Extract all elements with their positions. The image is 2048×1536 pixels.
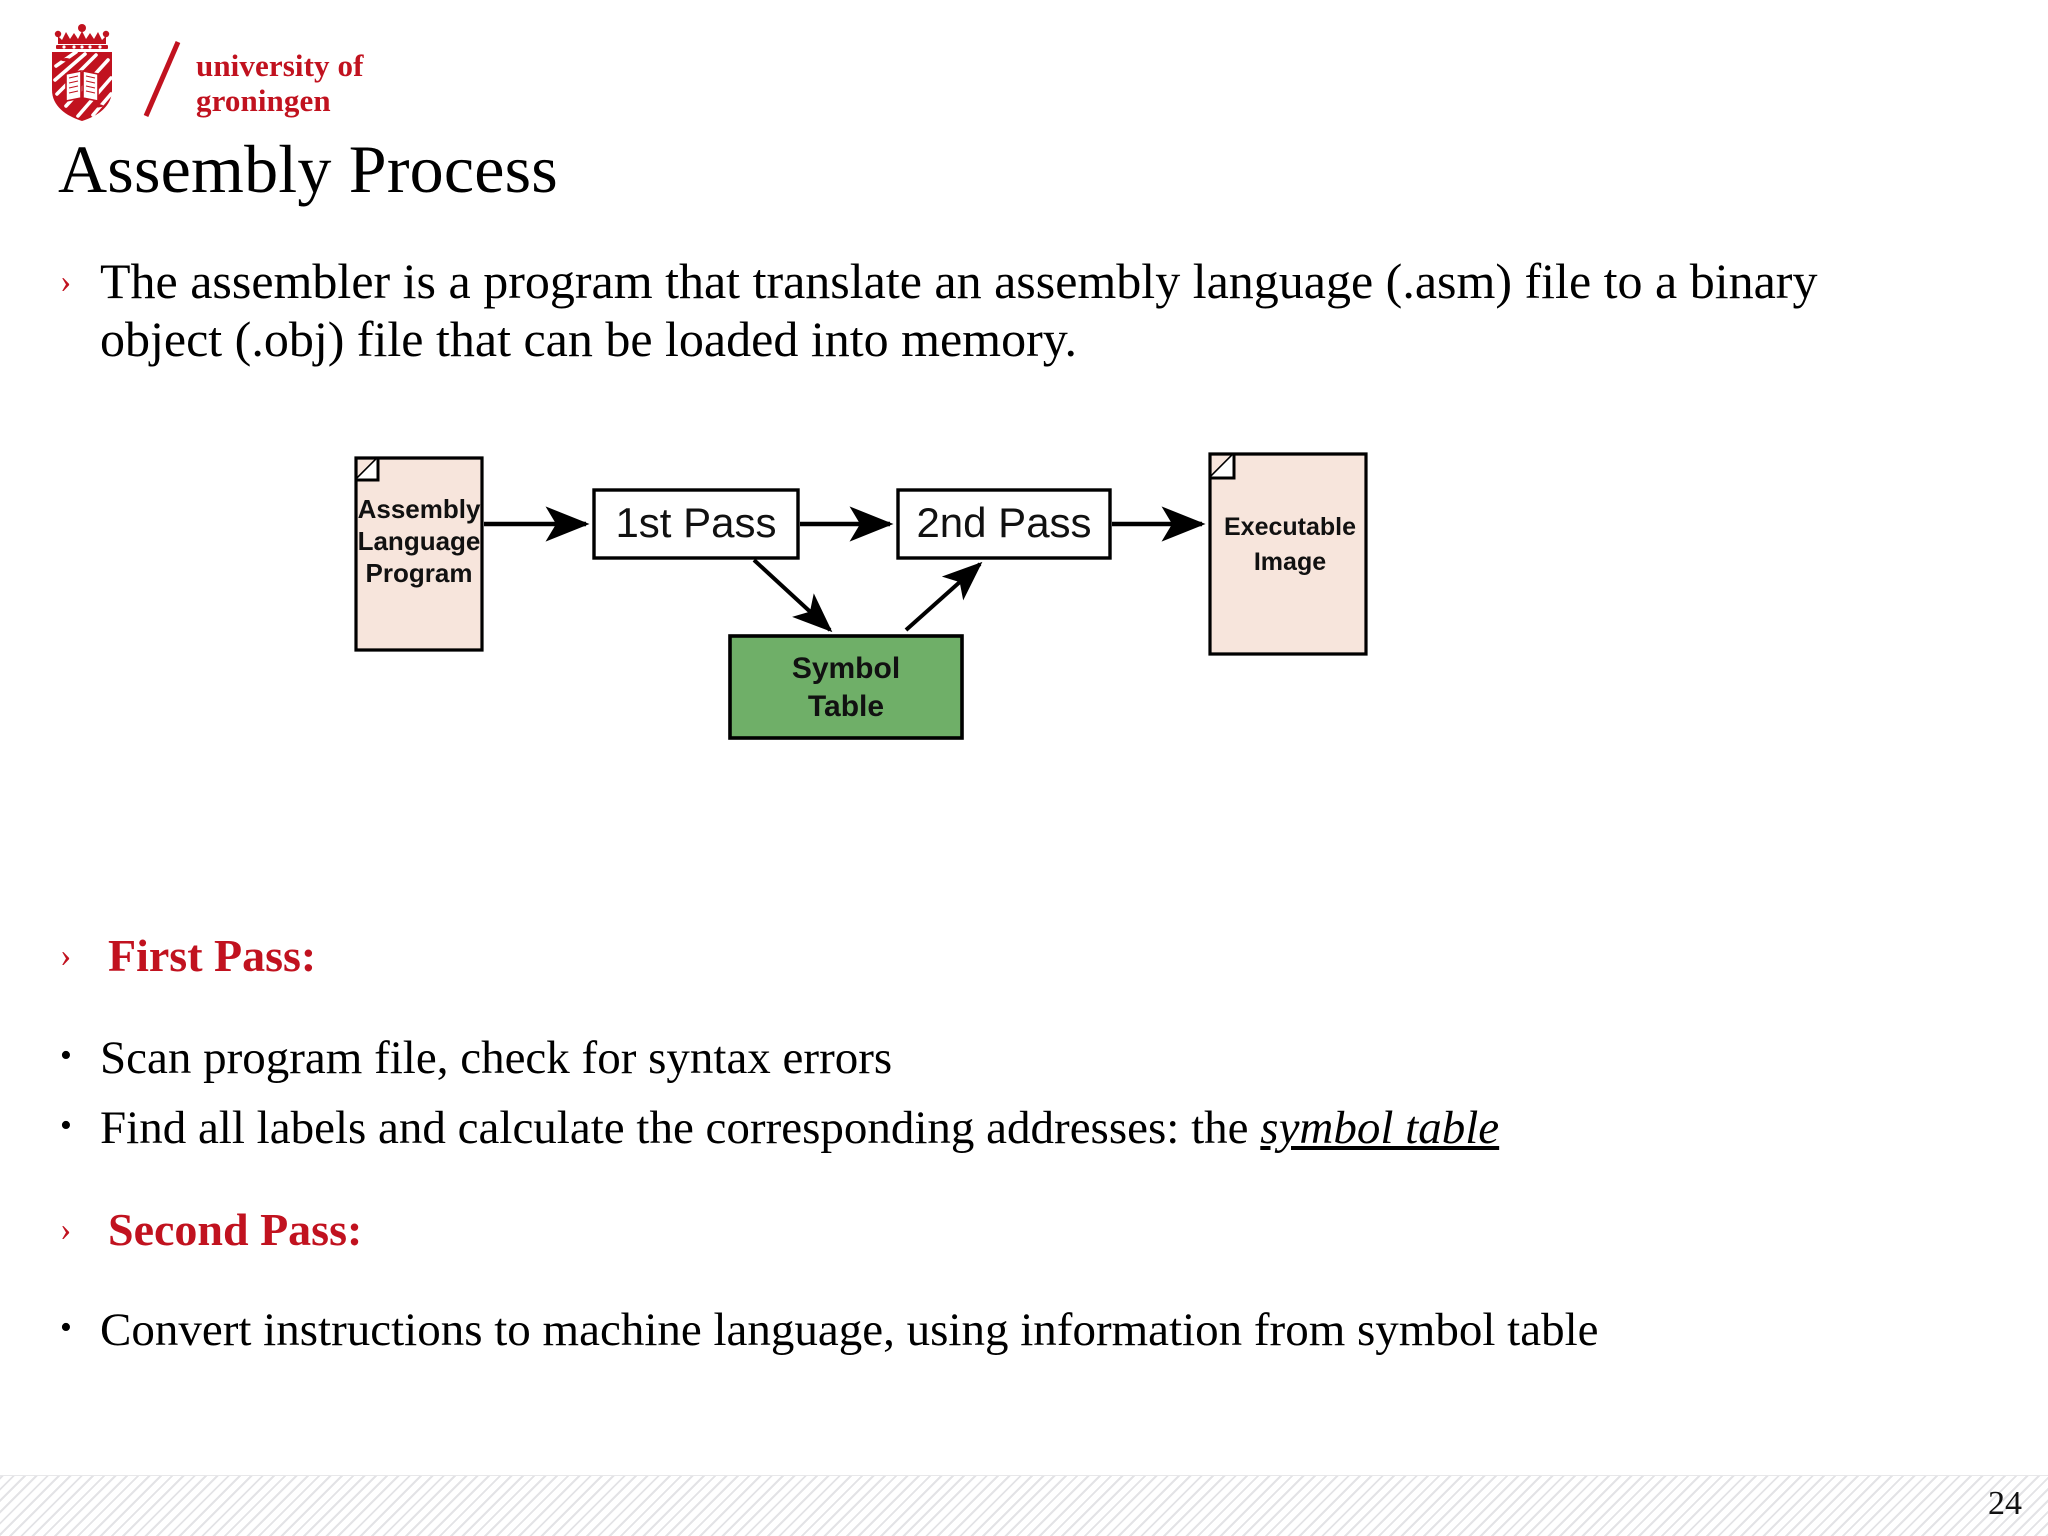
brand-line-2: groningen bbox=[196, 83, 331, 118]
page-number: 24 bbox=[1988, 1485, 2022, 1522]
edge-pass1-to-symtab bbox=[752, 558, 833, 633]
node-executable-image: Executable Image bbox=[1208, 452, 1368, 656]
bullet-convert-instructions-text: Convert instructions to machine language… bbox=[100, 1304, 1599, 1356]
chevron-bullet-icon: › bbox=[60, 1211, 72, 1248]
node-symbol-table: Symbol Table bbox=[728, 634, 964, 740]
dot-bullet-icon: • bbox=[60, 1107, 72, 1144]
slide-footer: 24 bbox=[0, 1475, 2048, 1536]
bullet-scan-program: • Scan program file, check for syntax er… bbox=[44, 1028, 892, 1088]
bullet-find-labels-prefix: Find all labels and calculate the corres… bbox=[100, 1102, 1261, 1154]
groningen-crest-icon bbox=[52, 24, 113, 121]
node-label-line: Table bbox=[808, 690, 884, 723]
bullet-intro: › The assembler is a program that transl… bbox=[44, 252, 1860, 368]
page-title: Assembly Process bbox=[58, 131, 558, 207]
second-pass-heading-text: Second Pass: bbox=[108, 1204, 363, 1255]
dot-bullet-icon: • bbox=[60, 1309, 72, 1346]
node-label-line: Language bbox=[358, 526, 481, 556]
chevron-bullet-icon: › bbox=[60, 937, 72, 974]
edge-symtab-to-pass2 bbox=[904, 561, 983, 632]
node-label-line: Executable bbox=[1224, 513, 1356, 541]
node-label-line: 1st Pass bbox=[615, 499, 776, 546]
bullet-find-labels-text: Find all labels and calculate the corres… bbox=[100, 1098, 1499, 1158]
diagonal-slash-icon bbox=[143, 41, 181, 117]
node-label-line: Symbol bbox=[792, 652, 900, 685]
node-label-line: Image bbox=[1254, 548, 1326, 576]
assembly-process-flowchart: Assembly Language Program 1st Pass 2nd P… bbox=[330, 440, 1410, 760]
node-assembly-language-program: Assembly Language Program bbox=[354, 456, 484, 652]
node-label-line: 2nd Pass bbox=[916, 499, 1091, 546]
symbol-table-emphasis: symbol table bbox=[1260, 1102, 1500, 1154]
brand-wordmark: university of groningen bbox=[196, 48, 364, 118]
bullet-scan-program-text: Scan program file, check for syntax erro… bbox=[100, 1032, 893, 1084]
first-pass-heading-text: First Pass: bbox=[108, 930, 317, 981]
university-logo: university of groningen bbox=[38, 22, 458, 122]
brand-line-1: university of bbox=[196, 48, 364, 83]
node-2nd-pass: 2nd Pass bbox=[896, 488, 1112, 560]
flowchart-svg: Assembly Language Program 1st Pass 2nd P… bbox=[354, 452, 1368, 740]
bullet-find-labels: • Find all labels and calculate the corr… bbox=[44, 1098, 1499, 1158]
bullet-intro-text: The assembler is a program that translat… bbox=[100, 253, 1818, 367]
bullet-convert-instructions: • Convert instructions to machine langua… bbox=[44, 1300, 1599, 1360]
node-label-line: Program bbox=[366, 558, 473, 588]
bullet-second-pass-heading: › Second Pass: bbox=[44, 1200, 362, 1260]
dot-bullet-icon: • bbox=[60, 1037, 72, 1074]
node-1st-pass: 1st Pass bbox=[592, 488, 800, 560]
chevron-bullet-icon: › bbox=[60, 263, 72, 300]
node-label-line: Assembly bbox=[358, 494, 481, 524]
bullet-first-pass-heading: › First Pass: bbox=[44, 926, 316, 986]
